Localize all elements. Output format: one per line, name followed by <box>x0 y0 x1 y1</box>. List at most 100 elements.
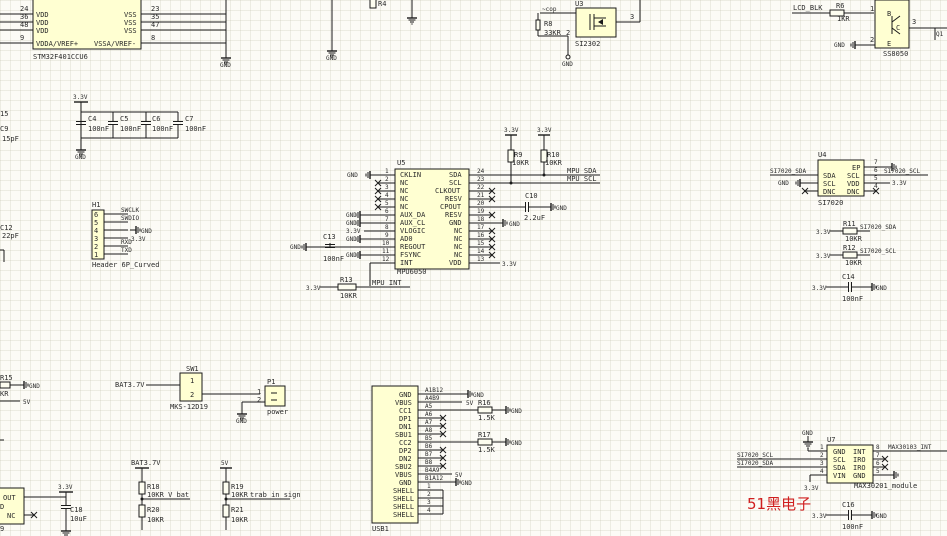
mpu-left-pin: 5 <box>385 200 389 207</box>
usb-label: VBUS <box>395 399 412 407</box>
r16-resistor <box>477 406 493 414</box>
r4-resistor <box>369 0 377 9</box>
c7-value: 100nF <box>185 125 206 133</box>
mpu-left-label: NC <box>400 203 408 211</box>
max30201-right-label: GND <box>853 472 866 480</box>
max30201-right-pin: 6 <box>876 460 880 467</box>
mcu-right-label: VSS <box>124 19 137 27</box>
usb-label: CC2 <box>399 439 412 447</box>
gnd-label: GND <box>326 55 337 62</box>
max30201: GND U7 GND SCL SDA VIN 1 2 3 4 INT IRO I… <box>737 430 947 531</box>
ldo-out: OUT <box>3 494 16 502</box>
si7020-scl-net: SI7020_SCL <box>884 168 921 175</box>
mpu6050: U5 MPU6050 CKLIN NC NC NC NC AUX_DA AUX_… <box>290 127 600 300</box>
mpu-left-pin: 2 <box>385 176 389 183</box>
q1-part: SS8050 <box>883 50 908 58</box>
mcu-designator: STM32F401CCU6 <box>33 53 88 61</box>
mcu-right-pin: 35 <box>151 13 159 21</box>
usb-pin: A5 <box>425 403 433 410</box>
mpu-left-label: AUX_CL <box>400 219 425 227</box>
mpu-right-pin: 21 <box>477 192 485 199</box>
vcc-label: 3.3V <box>892 180 907 187</box>
c13-value: 100nF <box>323 255 344 263</box>
r11-label: R11 <box>843 220 856 228</box>
gnd-label: GND <box>473 392 484 399</box>
r18-label: R18 <box>147 483 160 491</box>
mpu-int-net: MPU_INT <box>372 279 402 287</box>
gnd-label: GND <box>236 418 247 425</box>
u3-pin3: 3 <box>630 13 634 21</box>
h1-pin: 2 <box>94 243 98 251</box>
r17-resistor <box>477 438 493 446</box>
mpu-designator: U5 <box>397 159 405 167</box>
usb-body <box>371 385 419 524</box>
sw1-part: MKS-12D19 <box>170 403 208 411</box>
usb-pin: B6 <box>425 443 433 450</box>
mpu-left-pin: 1 <box>385 168 389 175</box>
bat-net: BAT3.7V <box>115 381 145 389</box>
usb-pin: B5 <box>425 435 433 442</box>
max30201-left-pin: 2 <box>820 452 824 459</box>
max30201-scl-net: SI7020_SCL <box>737 452 774 459</box>
swd-header: H1 6 5 4 3 2 1 SWCLK SWDIO GND 3.3V RXD … <box>91 201 159 269</box>
mpu-right-pin: 22 <box>477 184 485 191</box>
r17-label: R17 <box>478 431 491 439</box>
mcu-right-label: VSS <box>124 27 137 35</box>
mpu-left-label: VLOGIC <box>400 227 425 235</box>
mpu-left-pin: 6 <box>385 208 389 215</box>
vcc-label: 3.3V <box>804 485 819 492</box>
si7020-right-label: EP <box>852 164 860 172</box>
mcu-left-label: VDD <box>36 27 49 35</box>
usb-pin: 3 <box>427 499 431 506</box>
r4-section: GND R4 <box>326 0 418 62</box>
r13-resistor <box>337 283 357 291</box>
si7020-right-label: VDD <box>847 180 860 188</box>
usb-pins: A1B12 A4B9 A5 A6 A7 A8 B5 B6 B7 B8 B4A9 … <box>425 387 443 514</box>
c12-label: C12 <box>0 224 13 232</box>
r16-value: 1.5K <box>478 414 496 422</box>
usb-label: SHELL <box>393 511 414 519</box>
gnd-label: GND <box>220 62 231 69</box>
u3-designator: U3 <box>575 0 583 8</box>
mcu-stm32f401: VDD VDD VDD VDDA/VREF+ 24 36 48 9 VSS VS… <box>0 0 232 69</box>
q1-pin3: 3 <box>912 18 916 26</box>
gnd-label: GND <box>346 212 357 219</box>
r15-resistor <box>0 381 11 389</box>
r19-net: trab_in_sign <box>250 491 301 499</box>
v5-label: 5V <box>221 460 229 467</box>
c18-label: C18 <box>70 506 83 514</box>
mcu-left-label: VDDA/VREF+ <box>36 40 78 48</box>
v5-label: 5V <box>455 472 463 479</box>
c6-value: 100nF <box>152 125 173 133</box>
mpu-left-pin: 7 <box>385 216 389 223</box>
usb-pin: A1B12 <box>425 387 443 394</box>
mpu-left-label: INT <box>400 259 413 267</box>
ldo-body <box>0 487 25 525</box>
si7020-part: SI7020 <box>818 199 843 207</box>
usb-pin: A8 <box>425 427 433 434</box>
mpu-scl-net: MPU_SCL <box>567 175 597 183</box>
mpu-left-pin: 11 <box>382 248 390 255</box>
r12-label: R12 <box>843 244 856 252</box>
max30201-left-label: GND <box>833 448 846 456</box>
vcc-label: 3.3V <box>816 253 831 260</box>
mpu-sda-net: MPU_SDA <box>567 167 597 175</box>
mpu-left-pin: 3 <box>385 184 389 191</box>
r18-value: 10KR_V_bat <box>147 491 189 499</box>
mpu-left-pin: 10 <box>382 240 390 247</box>
mpu-right-pin: 23 <box>477 176 485 183</box>
max30201-part: MAX30201_module <box>854 482 917 490</box>
r20-value: 10KR <box>147 516 165 524</box>
usb-label: SHELL <box>393 495 414 503</box>
usb-pin: B1A12 <box>425 475 443 482</box>
c5-value: 100nF <box>120 125 141 133</box>
q1-pin2: 2 <box>870 36 874 44</box>
vcc-label: 3.3V <box>346 228 361 235</box>
r20-resistor <box>138 504 146 518</box>
p1-part: power <box>267 408 288 416</box>
mcu-body <box>32 0 142 50</box>
c14-value: 100nF <box>842 295 863 303</box>
watermark-text: 51黑电子 <box>747 495 811 513</box>
r15-value: KR <box>0 390 9 398</box>
